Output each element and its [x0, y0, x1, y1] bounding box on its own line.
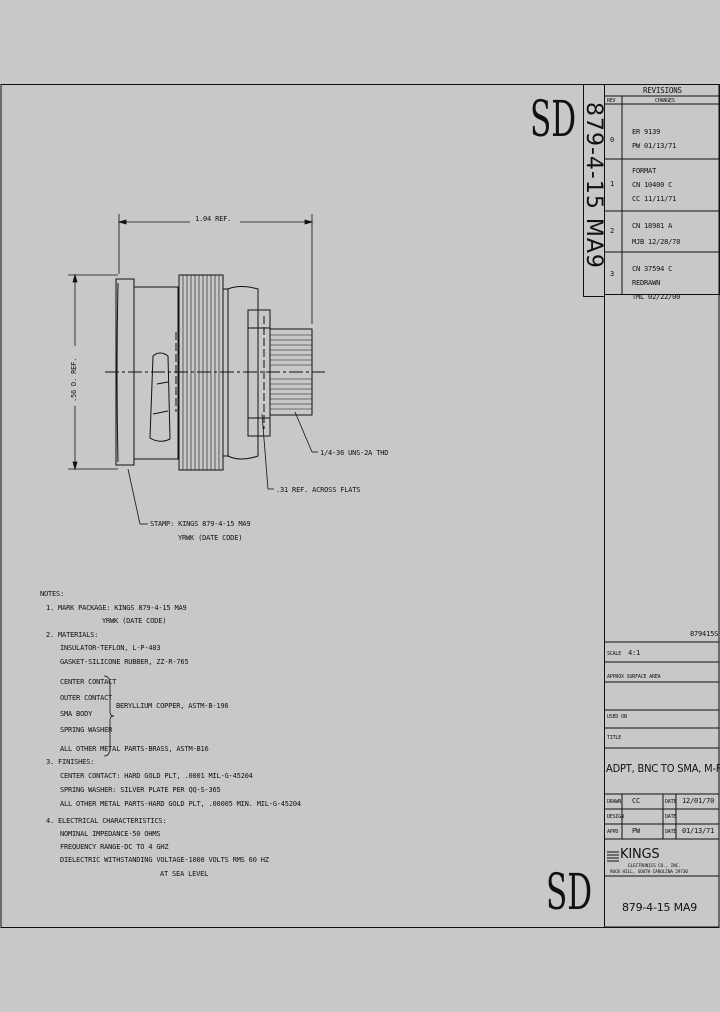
- note-2: 2. MATERIALS:: [46, 631, 99, 639]
- vertical-part-number: 879-4-15 MA9: [581, 102, 606, 269]
- revision-line: PW 01/13/71: [632, 142, 677, 150]
- revision-line: TML 02/22/00: [632, 293, 681, 301]
- dim-thread-label: 1/4-36 UNS-2A THD: [320, 449, 389, 457]
- revision-rev: 2: [610, 227, 615, 235]
- note-2-part: SPRING WASHER: [60, 726, 113, 734]
- sd-mark-top: SD: [530, 90, 577, 148]
- revision-line: MJB 12/28/78: [632, 238, 681, 246]
- kings-logo-mark: [607, 851, 619, 862]
- appd-label: APPD: [607, 829, 619, 835]
- note-1: 1. MARK PACKAGE: KINGS 879-4-15 MA9: [46, 604, 187, 612]
- revision-line: CC 11/11/71: [632, 195, 677, 203]
- approx-surface-area-label: APPROX SURFACE AREA: [607, 674, 661, 680]
- appd-date-label: DATE: [665, 829, 677, 835]
- drawing-linework: [0, 84, 720, 928]
- connector-side-view: [105, 274, 325, 471]
- revision-line: REDRAWN: [632, 279, 661, 287]
- revision-line: ER 9139: [632, 128, 661, 136]
- note-2-part: CENTER CONTACT: [60, 678, 117, 686]
- dim-diameter-label: .56 D. REF.: [70, 357, 78, 402]
- note-3: 3. FINISHES:: [46, 758, 95, 766]
- company-name: KINGS: [620, 847, 660, 862]
- drawn-date: 12/01/70: [682, 797, 715, 805]
- revision-line: CN 10400 C: [632, 181, 673, 189]
- note-2-part: OUTER CONTACT: [60, 694, 113, 702]
- design-label: DESIGN: [607, 814, 624, 820]
- note-4-c: DIELECTRIC WITHSTANDING VOLTAGE-1000 VOL…: [60, 856, 269, 864]
- note-2-a: INSULATOR-TEFLON, L-P-403: [60, 644, 161, 652]
- scale-label: SCALE: [607, 651, 622, 657]
- note-3-a: CENTER CONTACT: HARD GOLD PLT, .0001 MIL…: [60, 772, 253, 780]
- revision-line: FORMAT: [632, 167, 657, 175]
- note-2-c: ALL OTHER METAL PARTS-BRASS, ASTM-B16: [60, 745, 209, 753]
- revision-rev: 1: [610, 180, 615, 188]
- revisions-col-changes: CHANGES: [655, 98, 675, 104]
- drawn-label: DRAWN: [607, 799, 622, 805]
- revision-rev: 3: [610, 270, 615, 278]
- appd-by: PW: [632, 827, 641, 835]
- company-sub2: ROCK HILL, SOUTH CAROLINA 29730: [610, 870, 688, 875]
- file-number: 879415S: [690, 630, 719, 638]
- revisions-title: REVISIONS: [643, 86, 682, 95]
- part-number: 879-4-15 MA9: [622, 901, 698, 914]
- note-4: 4. ELECTRICAL CHARACTERISTICS:: [46, 817, 167, 825]
- title-label: TITLE: [607, 735, 622, 741]
- note-2-b: GASKET-SILICONE RUBBER, ZZ-R-765: [60, 658, 189, 666]
- note-4-d: AT SEA LEVEL: [160, 870, 209, 878]
- revisions-col-rev: REV: [607, 98, 616, 104]
- dim-flats-label: .31 REF. ACROSS FLATS: [276, 486, 361, 494]
- dimension-lines: [68, 214, 318, 525]
- revision-line: CN 37594 C: [632, 265, 673, 273]
- drawn-date-label: DATE: [665, 799, 677, 805]
- appd-date: 01/13/71: [682, 827, 715, 835]
- sheet-border: [0, 84, 720, 928]
- drawing-sheet: SD SD 879-4-15 MA9 REVISIONS REV CHANGES…: [0, 84, 720, 929]
- materials-brace: [103, 675, 115, 757]
- revision-line: CN 18981 A: [632, 222, 673, 230]
- note-1-sub: YRWK (DATE CODE): [102, 617, 167, 625]
- revision-rev: 0: [610, 136, 615, 144]
- drawing-title: ADPT, BNC TO SMA, M-F: [606, 762, 720, 775]
- stamp-label-line1: STAMP: KINGS 879-4-15 MA9: [150, 520, 251, 528]
- vertical-number-box: [583, 84, 605, 297]
- stamp-label-line2: YRWK (DATE CODE): [178, 534, 243, 542]
- note-2-parts-material: BERYLLIUM COPPER, ASTM-B-196: [116, 702, 229, 710]
- used-on-label: USED ON: [607, 714, 627, 720]
- design-date-label: DATE: [665, 814, 677, 820]
- note-3-c: ALL OTHER METAL PARTS-HARD GOLD PLT, .00…: [60, 800, 301, 808]
- note-3-b: SPRING WASHER: SILVER PLATE PER QQ-S-365: [60, 786, 221, 794]
- note-4-a: NOMINAL IMPEDANCE-50 OHMS: [60, 830, 161, 838]
- drawn-by: CC: [632, 797, 641, 805]
- notes-title: NOTES:: [40, 590, 65, 598]
- sd-mark-bottom: SD: [546, 863, 593, 921]
- note-2-part: SMA BODY: [60, 710, 93, 718]
- note-4-b: FREQUENCY RANGE-DC TO 4 GHZ: [60, 843, 169, 851]
- dim-length-label: 1.04 REF.: [195, 215, 232, 223]
- company-sub1: ELECTRONICS CO., INC.: [628, 864, 681, 869]
- scale-value: 4:1: [628, 649, 641, 657]
